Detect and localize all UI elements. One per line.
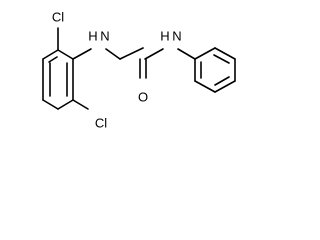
- nh-right-to-phenyl-bond: [177, 48, 196, 60]
- ring-bottom-bond: [57, 99, 74, 110]
- nh-right-label: H N: [160, 28, 181, 43]
- carbonyl-to-nh-bond: [144, 48, 164, 60]
- chlorine-top-label: Cl: [52, 9, 64, 24]
- cl-bottom-bond: [72, 99, 89, 110]
- dichlorophenyl-ring: [42, 27, 89, 110]
- phenyl-ring: [194, 47, 236, 93]
- nh-left-label: H N: [88, 28, 109, 43]
- phenyl-top-left-bond: [194, 47, 216, 60]
- ring-to-nh-bond: [72, 48, 92, 60]
- ring-left-bottom-bond: [42, 99, 59, 110]
- chlorine-bottom-label: Cl: [95, 115, 107, 130]
- ring-top-double: [48, 56, 58, 63]
- chemical-structure: Cl Cl H N H N O: [42, 9, 236, 130]
- ring-top-left-bond: [42, 49, 59, 60]
- structure-canvas: Cl Cl H N H N O: [42, 9, 236, 131]
- oxygen-label: O: [138, 89, 148, 104]
- ring-top-right-bond: [57, 49, 74, 60]
- phenyl-top-right-bond: [214, 47, 236, 60]
- nh-to-carbonyl-bond: [105, 48, 121, 60]
- phenyl-double-top: [213, 54, 230, 64]
- phenyl-bottom-left-bond: [194, 80, 216, 93]
- urea-linkage: [72, 47, 196, 79]
- phenyl-double-right: [214, 76, 230, 86]
- carbonyl-left-bond: [119, 47, 144, 60]
- phenyl-bottom-right-bond: [214, 80, 236, 93]
